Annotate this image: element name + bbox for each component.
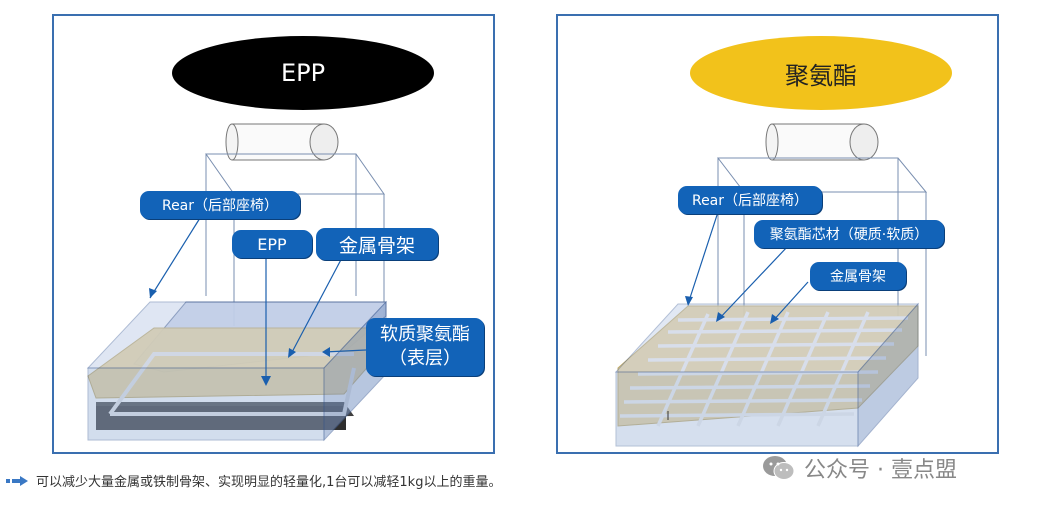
dark-base xyxy=(96,406,346,430)
soft-pu-line1: 软质聚氨酯 xyxy=(380,324,470,345)
footer-note: 可以减少大量金属或铁制骨架、实现明显的轻量化,1台可以减轻1kg以上的重量。 xyxy=(6,471,501,490)
right-seat-illustration xyxy=(614,123,928,448)
right-panel-title: 聚氨酯 xyxy=(785,61,857,90)
pointer-arrows xyxy=(149,217,367,384)
wechat-icon xyxy=(763,456,795,480)
footer-text: 可以减少大量金属或铁制骨架、实现明显的轻量化,1台可以减轻1kg以上的重量。 xyxy=(36,475,502,490)
right-panel: 聚氨酯 Rear（后部座椅） 聚氨酯芯材（硬质·软质） 金属骨架 xyxy=(556,14,999,454)
label-epp: EPP xyxy=(232,230,312,258)
left-seat-illustration xyxy=(86,123,388,442)
label-pu-core: 聚氨酯芯材（硬质·软质） xyxy=(754,220,944,248)
label-metal-frame-right: 金属骨架 xyxy=(810,262,906,290)
watermark-text: 公众号 · 壹点盟 xyxy=(804,458,957,483)
box-front-face xyxy=(87,367,325,441)
pu-title-oval: 聚氨酯 xyxy=(690,36,952,110)
epp-title-oval: EPP xyxy=(172,36,434,110)
headrest-icon xyxy=(225,123,339,161)
headrest-icon xyxy=(765,123,879,161)
metal-grid xyxy=(619,311,909,427)
pointer-arrows xyxy=(687,211,809,323)
left-panel-title: EPP xyxy=(280,59,326,87)
box-front-face xyxy=(615,371,859,447)
left-panel: EPP Rear（后部座椅） EPP 金属骨架 软质聚氨酯 （表层） xyxy=(52,14,495,454)
watermark: 公众号 · 壹点盟 xyxy=(762,452,957,484)
box-right-face xyxy=(857,302,919,448)
soft-pu-line2: （表层） xyxy=(389,348,461,369)
label-rear-left: Rear（后部座椅） xyxy=(140,191,300,219)
box-top-face xyxy=(86,301,388,369)
label-metal-frame-left: 金属骨架 xyxy=(316,228,438,260)
box-top-face xyxy=(614,303,920,373)
label-soft-pu: 软质聚氨酯 （表层） xyxy=(366,318,484,376)
label-rear-right: Rear（后部座椅） xyxy=(678,186,822,214)
arrow-bullet-icon xyxy=(6,475,28,486)
